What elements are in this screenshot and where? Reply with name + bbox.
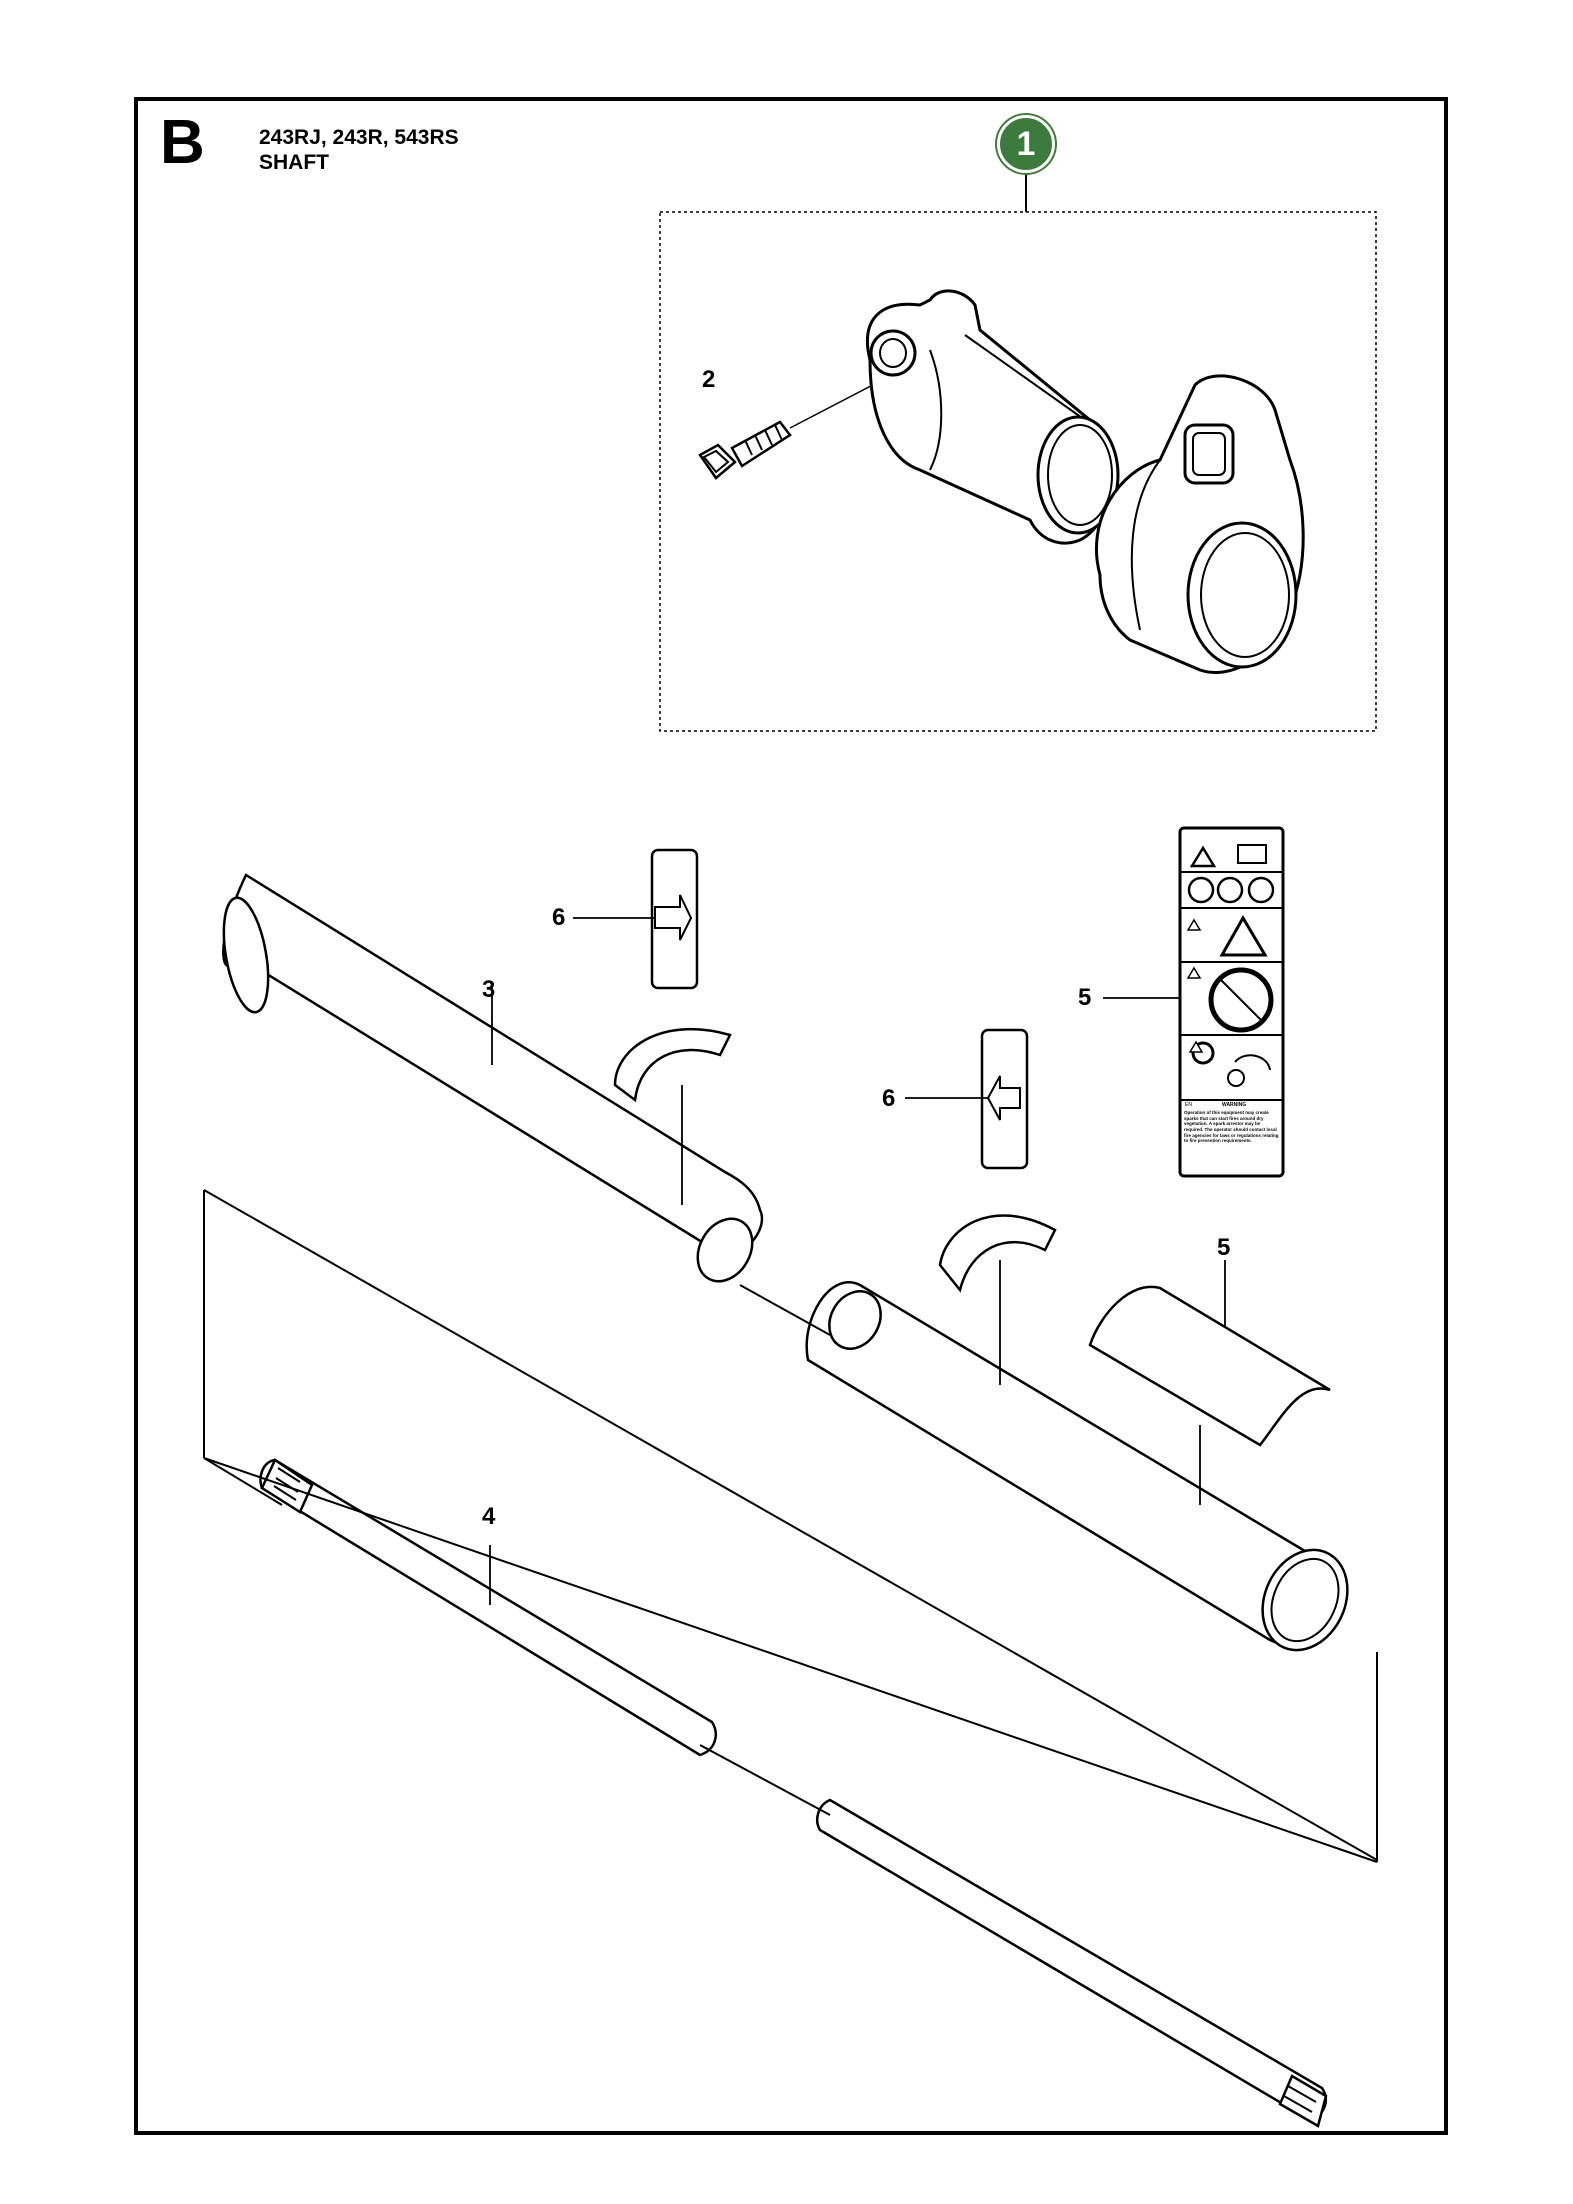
- assembly-outline: [203, 1189, 1378, 1863]
- sleeve-upper: [613, 1028, 732, 1205]
- arrow-label-top: [573, 848, 699, 990]
- decal-warning: WARNING: [1222, 1102, 1247, 1108]
- sleeve-lower: [938, 1214, 1057, 1385]
- callout-tube-upper: 3: [482, 976, 496, 1003]
- page-frame: [134, 97, 1448, 2135]
- drive-shaft: [259, 1458, 1328, 2128]
- callout-drive-shaft: 4: [482, 1503, 496, 1530]
- arrow-label-bottom: [905, 1028, 1029, 1170]
- screw-part: [698, 375, 891, 480]
- shaft-tube-upper: [222, 873, 764, 1283]
- kit-number-badge: 1: [997, 115, 1055, 173]
- decal-text: Operation of this equipment may create s…: [1184, 1110, 1279, 1144]
- clamp-lower-half: [1094, 374, 1305, 674]
- decal-code: EN: [1185, 1102, 1192, 1108]
- tube-center-line: [739, 1284, 831, 1336]
- callout-shield: 5: [1217, 1234, 1231, 1261]
- model-list: 243RJ, 243R, 543RS: [259, 126, 459, 149]
- warning-decal: [1103, 826, 1285, 1178]
- kit-1-box: [659, 173, 1377, 732]
- callout-arrow-label-top: 6: [552, 904, 566, 931]
- clamp-upper-half: [865, 289, 1120, 545]
- callout-screw: 2: [702, 366, 716, 393]
- section-title: SHAFT: [259, 151, 329, 174]
- section-letter: B: [160, 108, 205, 177]
- callout-decal: 5: [1078, 984, 1092, 1011]
- shaft-tube-lower: [805, 1281, 1349, 1652]
- callout-arrow-label-bottom: 6: [882, 1085, 896, 1112]
- shield-part: [1088, 1260, 1331, 1505]
